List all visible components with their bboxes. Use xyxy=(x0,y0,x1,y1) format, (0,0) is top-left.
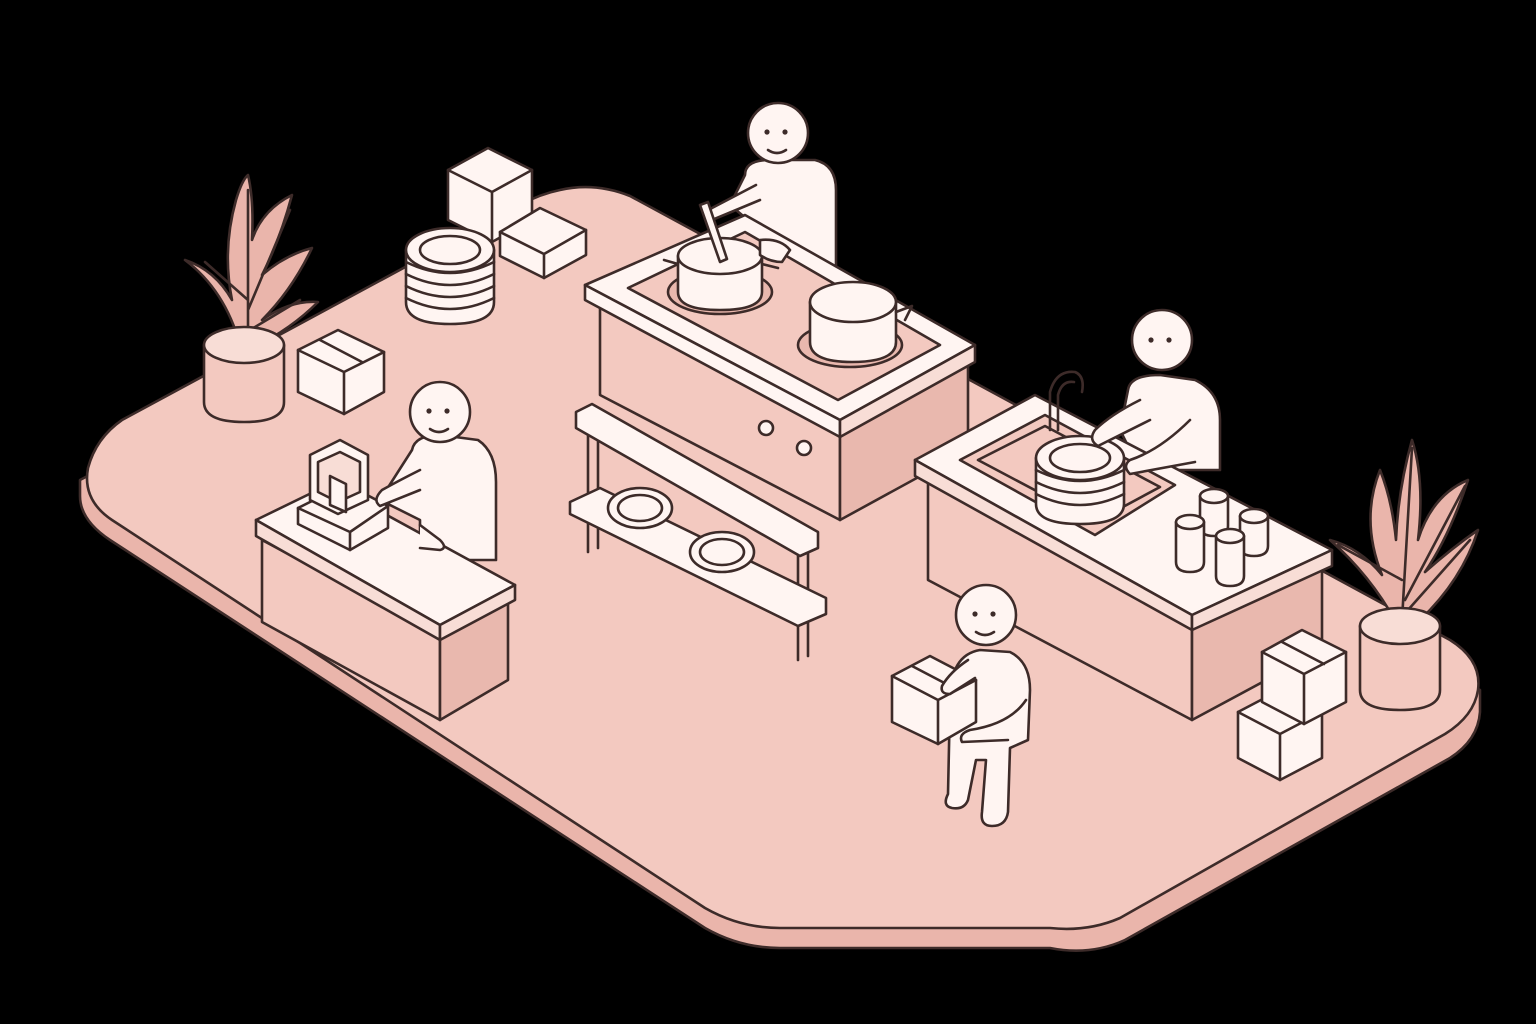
plant-icon xyxy=(1330,440,1478,710)
cup-icon xyxy=(1240,509,1268,556)
pot-icon xyxy=(664,202,778,310)
cook-hands xyxy=(760,240,790,262)
cash-register-counter xyxy=(256,484,515,720)
box-icon xyxy=(500,208,586,278)
box-icon xyxy=(298,330,384,414)
cup-icon xyxy=(1216,529,1244,586)
cook-figure xyxy=(708,103,836,275)
plate-rack xyxy=(570,404,826,660)
plant-icon xyxy=(185,175,318,422)
cashier-arm xyxy=(376,470,444,550)
dishwasher-arms xyxy=(1092,400,1195,474)
cup-icon xyxy=(1176,515,1204,572)
dishwasher-figure xyxy=(1120,310,1220,470)
cup-icon xyxy=(1200,489,1228,536)
carrier-arms xyxy=(942,660,1026,742)
faucet-icon xyxy=(1050,372,1083,430)
plate-stack-icon xyxy=(406,228,494,324)
pot-icon xyxy=(810,282,912,362)
cashier-figure xyxy=(380,382,496,560)
cash-register-icon xyxy=(298,440,388,550)
box-icon xyxy=(1262,630,1346,724)
plate-stack-icon xyxy=(1036,436,1124,524)
